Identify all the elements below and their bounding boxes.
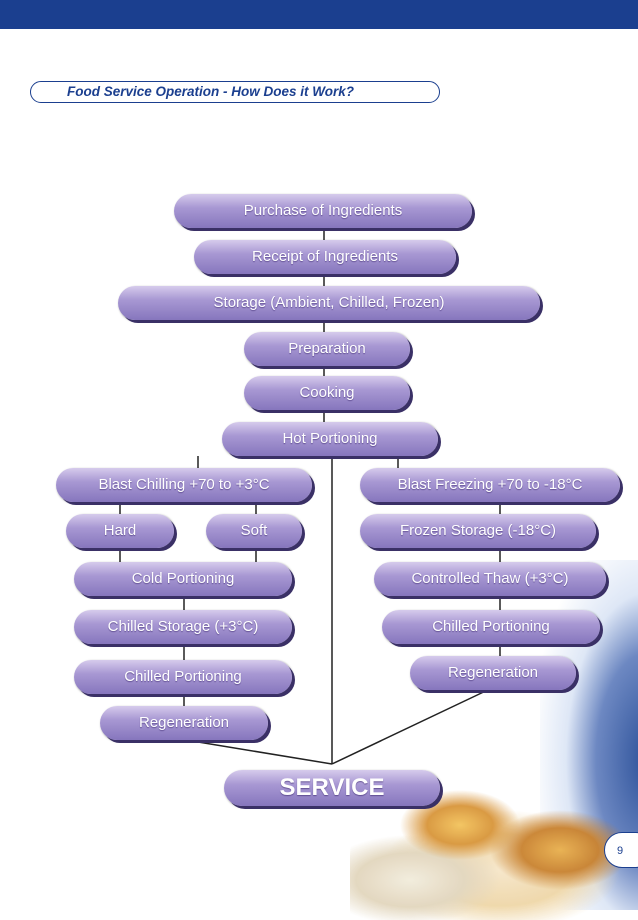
step-cooking: Cooking bbox=[244, 376, 410, 410]
page-title: Food Service Operation - How Does it Wor… bbox=[30, 81, 440, 103]
step-regeneration-left: Regeneration bbox=[100, 706, 268, 740]
step-soft: Soft bbox=[206, 514, 302, 548]
connector-line bbox=[331, 687, 493, 765]
step-chilled-storage: Chilled Storage (+3°C) bbox=[74, 610, 292, 644]
step-chilled-portioning-left: Chilled Portioning bbox=[74, 660, 292, 694]
step-blast-chilling: Blast Chilling +70 to +3°C bbox=[56, 468, 312, 502]
step-frozen-storage: Frozen Storage (-18°C) bbox=[360, 514, 596, 548]
step-preparation: Preparation bbox=[244, 332, 410, 366]
connector-line bbox=[185, 739, 333, 765]
step-regeneration-right: Regeneration bbox=[410, 656, 576, 690]
step-controlled-thaw: Controlled Thaw (+3°C) bbox=[374, 562, 606, 596]
step-hard: Hard bbox=[66, 514, 174, 548]
step-hot-portioning: Hot Portioning bbox=[222, 422, 438, 456]
step-storage: Storage (Ambient, Chilled, Frozen) bbox=[118, 286, 540, 320]
step-service: SERVICE bbox=[224, 770, 440, 806]
header-bar bbox=[0, 0, 638, 29]
step-purchase-of-ingredients: Purchase of Ingredients bbox=[174, 194, 472, 228]
step-blast-freezing: Blast Freezing +70 to -18°C bbox=[360, 468, 620, 502]
step-chilled-portioning-right: Chilled Portioning bbox=[382, 610, 600, 644]
step-cold-portioning: Cold Portioning bbox=[74, 562, 292, 596]
step-receipt-of-ingredients: Receipt of Ingredients bbox=[194, 240, 456, 274]
page-number: 9 bbox=[604, 832, 638, 868]
